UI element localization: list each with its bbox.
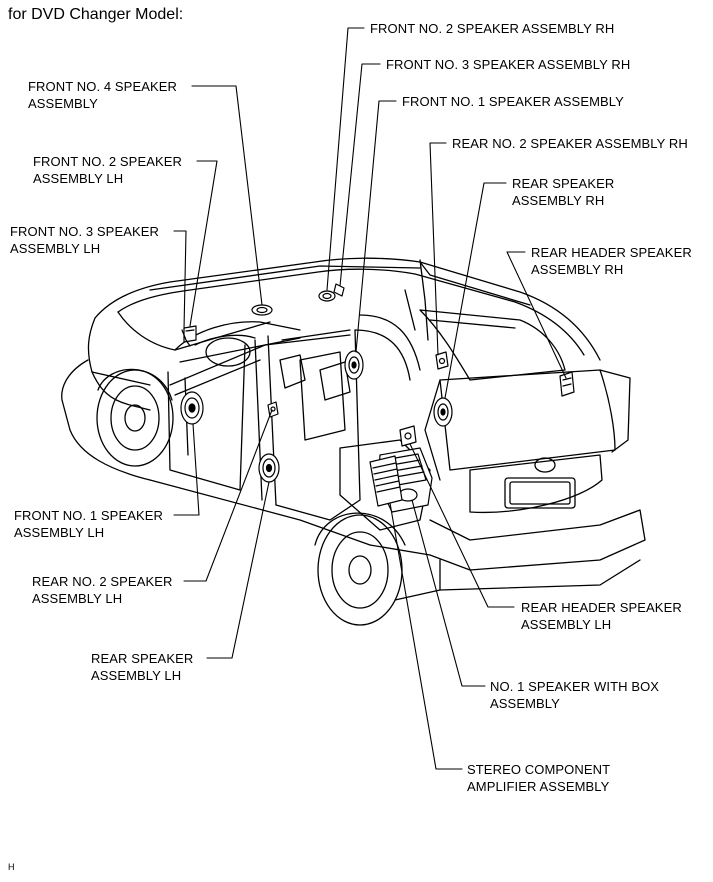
- rear-speaker-lh: [258, 453, 280, 483]
- front-no3-speaker-lh: [181, 329, 191, 347]
- front-no1-speaker-lh: [180, 391, 204, 425]
- front-no1-speaker: [344, 350, 364, 380]
- leader-amplifier: [389, 502, 463, 770]
- label-front-no3-speaker-lh: FRONT NO. 3 SPEAKER ASSEMBLY LH: [10, 224, 160, 256]
- label-rear-header-speaker-rh: REAR HEADER SPEAKER ASSEMBLY RH: [531, 245, 692, 277]
- leader-lines: [173, 27, 567, 770]
- label-no1-speaker-with-box: NO. 1 SPEAKER WITH BOX ASSEMBLY: [490, 679, 660, 711]
- leader-rear-lh: [206, 481, 270, 659]
- rear-speaker-rh: [433, 397, 453, 427]
- label-stereo-component-amplifier: STEREO COMPONENT AMPLIFIER ASSEMBLY: [467, 762, 611, 794]
- front-no3-speaker-rh: [333, 283, 345, 297]
- leader-front-no1: [355, 100, 397, 353]
- label-front-no2-speaker-rh: FRONT NO. 2 SPEAKER ASSEMBLY RH: [370, 21, 615, 36]
- label-front-no1-speaker: FRONT NO. 1 SPEAKER ASSEMBLY: [402, 94, 624, 109]
- leader-no1-box: [411, 499, 486, 687]
- label-rear-no2-speaker-rh: REAR NO. 2 SPEAKER ASSEMBLY RH: [452, 136, 688, 151]
- leader-front-no2-lh: [189, 160, 218, 327]
- rear-header-speaker-rh: [559, 371, 575, 397]
- leader-rear-rh: [444, 182, 507, 399]
- front-no2-speaker-rh: [318, 290, 336, 302]
- leader-front-no3-rh: [339, 63, 381, 287]
- label-front-no3-speaker-rh: FRONT NO. 3 SPEAKER ASSEMBLY RH: [386, 57, 631, 72]
- leader-rear-no2-rh: [429, 142, 447, 356]
- label-front-no2-speaker-lh: FRONT NO. 2 SPEAKER ASSEMBLY LH: [33, 154, 183, 186]
- leader-rear-no2-lh: [183, 409, 273, 582]
- leader-rear-header-rh: [506, 251, 567, 379]
- leader-front-no3-lh: [173, 230, 187, 331]
- label-rear-speaker-rh: REAR SPEAKER ASSEMBLY RH: [512, 176, 615, 208]
- figure-code: H: [8, 862, 15, 872]
- label-rear-header-speaker-lh: REAR HEADER SPEAKER ASSEMBLY LH: [521, 600, 682, 632]
- label-front-no4-speaker: FRONT NO. 4 SPEAKER ASSEMBLY: [28, 79, 178, 111]
- label-front-no1-speaker-lh: FRONT NO. 1 SPEAKER ASSEMBLY LH: [14, 508, 164, 540]
- label-rear-speaker-lh: REAR SPEAKER ASSEMBLY LH: [91, 651, 194, 683]
- rear-no2-speaker-rh: [435, 351, 449, 370]
- front-no4-speaker: [251, 304, 273, 316]
- leader-front-no2-rh: [326, 27, 365, 291]
- rear-no2-speaker-lh: [267, 401, 279, 418]
- leader-front-no4: [191, 85, 263, 306]
- diagram-title: for DVD Changer Model:: [8, 6, 184, 23]
- stereo-component-amplifier: [369, 455, 403, 507]
- rear-header-speaker-lh: [399, 425, 417, 447]
- vehicle-body: [61, 257, 646, 626]
- front-no2-speaker-lh: [183, 325, 197, 343]
- leader-rear-header-lh: [409, 443, 515, 608]
- leader-front-no1-lh: [173, 423, 200, 516]
- label-rear-no2-speaker-lh: REAR NO. 2 SPEAKER ASSEMBLY LH: [32, 574, 173, 606]
